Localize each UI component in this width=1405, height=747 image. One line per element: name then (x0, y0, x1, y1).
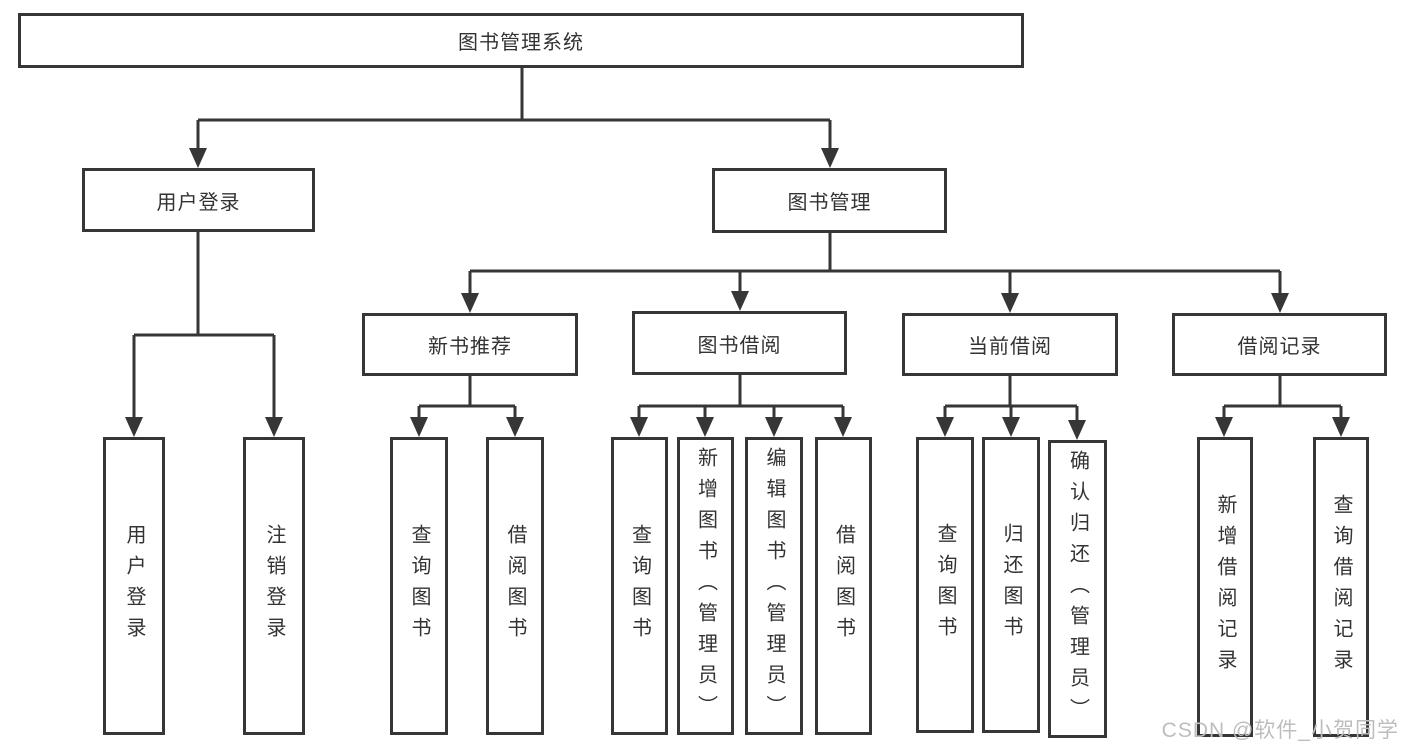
leaf-query-borrow-record: 查询借阅记录 (1313, 437, 1369, 737)
leaf-label: 借阅图书 (504, 524, 526, 648)
leaf-return-books: 归还图书 (982, 437, 1040, 733)
node-borrow-records: 借阅记录 (1172, 313, 1387, 376)
node-current-borrow: 当前借阅 (902, 313, 1118, 376)
leaf-borrow-books-recommend: 借阅图书 (486, 437, 544, 735)
node-book-management: 图书管理 (712, 168, 947, 233)
node-root: 图书管理系统 (18, 13, 1024, 68)
leaf-query-books-recommend: 查询图书 (390, 437, 448, 735)
node-book-borrow: 图书借阅 (632, 311, 847, 375)
leaf-add-book-admin: 新增图书（管理员） (677, 437, 734, 735)
leaf-label: 新增借阅记录 (1214, 494, 1236, 680)
leaf-label: 新增图书（管理员） (694, 446, 717, 726)
leaf-edit-book-admin: 编辑图书（管理员） (745, 437, 803, 735)
leaf-label: 确认归还（管理员） (1066, 449, 1089, 729)
leaf-label: 归还图书 (1000, 523, 1022, 647)
leaf-user-login: 用户登录 (103, 437, 165, 735)
leaf-label: 注销登录 (263, 524, 285, 648)
leaf-label: 查询图书 (408, 524, 430, 648)
leaf-query-books-current: 查询图书 (916, 437, 974, 733)
leaf-query-books-borrow: 查询图书 (611, 437, 668, 735)
leaf-confirm-return-admin: 确认归还（管理员） (1048, 440, 1107, 738)
node-new-book-recommend: 新书推荐 (362, 313, 578, 376)
leaf-label: 借阅图书 (832, 524, 855, 648)
leaf-label: 查询图书 (934, 523, 956, 647)
leaf-borrow-books: 借阅图书 (815, 437, 872, 735)
leaf-label: 编辑图书（管理员） (763, 446, 785, 726)
leaf-label: 查询图书 (628, 524, 651, 648)
csdn-watermark: CSDN @软件_小贺同学 (1161, 719, 1399, 742)
leaf-label: 用户登录 (123, 524, 145, 648)
node-user-login: 用户登录 (82, 168, 315, 232)
leaf-label: 查询借阅记录 (1330, 494, 1352, 680)
leaf-logout: 注销登录 (243, 437, 305, 735)
leaf-add-borrow-record: 新增借阅记录 (1197, 437, 1253, 737)
